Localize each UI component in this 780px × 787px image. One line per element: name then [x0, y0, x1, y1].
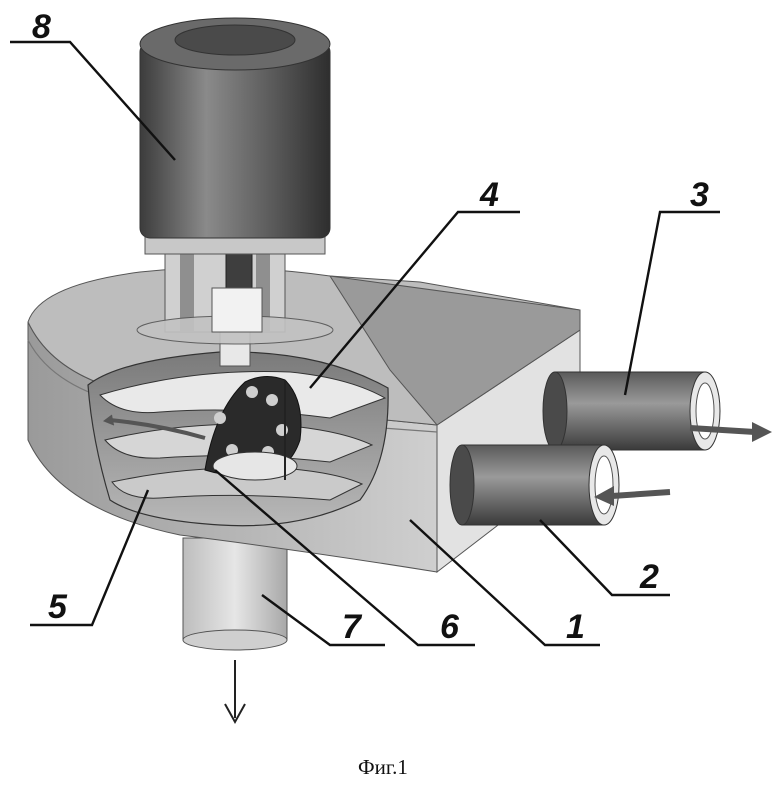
pipe-3	[542, 371, 721, 451]
callout-5: 5	[48, 588, 68, 626]
callout-4: 4	[479, 176, 499, 214]
callout-8: 8	[32, 8, 51, 46]
callout-labels: 8 4 3 2 1 6 7 5	[32, 8, 709, 646]
cutaway-cavity	[87, 351, 389, 527]
callout-3: 3	[690, 176, 709, 214]
pipe-3-flow-arrow	[689, 422, 772, 442]
outlet-flow-arrow	[224, 660, 246, 725]
shaft-coupling	[136, 249, 334, 367]
leader-lines	[10, 40, 720, 647]
pipe-2-flow-arrow	[594, 486, 671, 506]
figure-caption: Фиг.1	[358, 755, 408, 779]
motor-8	[139, 17, 331, 255]
callout-2: 2	[639, 558, 659, 596]
callout-7: 7	[342, 608, 363, 646]
pipe-2	[449, 444, 620, 526]
callout-1: 1	[566, 608, 585, 646]
callout-6: 6	[440, 608, 460, 646]
outlet-pipe-7	[182, 537, 288, 651]
